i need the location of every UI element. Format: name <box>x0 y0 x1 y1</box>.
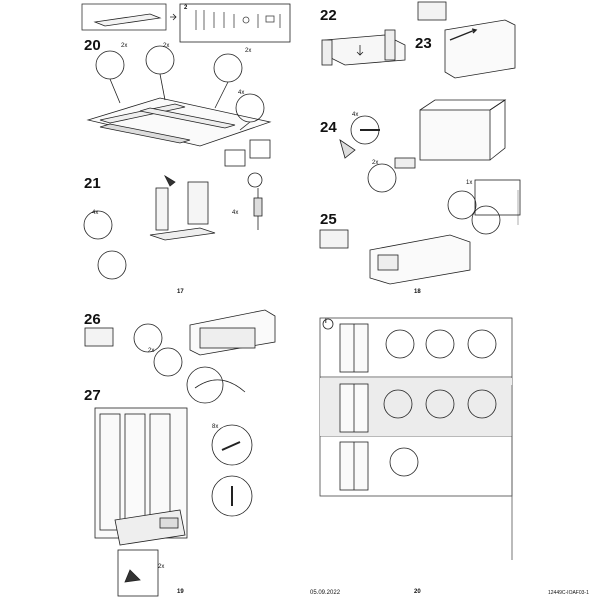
footer-date: 05.09.2022 <box>310 590 341 596</box>
manual-page-20: i 05.09.2022 20 12449C-IOAF03-1 <box>300 300 600 600</box>
step-number: 23 <box>415 35 432 52</box>
page-17-illustrations <box>81 3 291 280</box>
footer-code: 12449C-IOAF03-1 <box>548 590 589 596</box>
page-20-illustrations <box>319 317 513 560</box>
page-number: 18 <box>414 289 421 295</box>
manual-page-18: 22 23 24 25 4x 2x 1x 18 <box>300 0 600 300</box>
step-number: 25 <box>320 211 337 228</box>
step-number: 24 <box>320 119 337 136</box>
quantity-label: 2x <box>148 348 155 354</box>
quantity-label: 2x <box>158 564 165 570</box>
quantity-label: 8x <box>212 424 219 430</box>
step-number: 27 <box>84 387 101 404</box>
quantity-label: 4x <box>92 210 99 216</box>
step-number: 26 <box>84 311 101 328</box>
quantity-label: 2x <box>372 160 379 166</box>
quantity-label: 4x <box>238 90 245 96</box>
quantity-label: 4x <box>232 210 239 216</box>
step-number: 22 <box>320 7 337 24</box>
page-number: 20 <box>414 589 421 595</box>
manual-page-19: 26 27 2x 8x 2x 19 <box>0 300 300 600</box>
quantity-label: 2x <box>121 43 128 49</box>
step-number: 21 <box>84 175 101 192</box>
quantity-label: 4x <box>352 112 359 118</box>
info-icon: i <box>325 319 327 325</box>
page-number: 19 <box>177 589 184 595</box>
quantity-label: 2x <box>163 43 170 49</box>
quantity-label: 2x <box>245 48 252 54</box>
manual-page-17: 20 21 2 2x 2x 2x 4x 4x 4x 17 <box>0 0 300 300</box>
page-19-illustrations <box>84 309 276 597</box>
page-number: 17 <box>177 289 184 295</box>
step-number: 20 <box>84 37 101 54</box>
parts-bag-label: 2 <box>184 5 188 11</box>
page-18-illustrations <box>319 1 521 285</box>
quantity-label: 1x <box>466 180 473 186</box>
